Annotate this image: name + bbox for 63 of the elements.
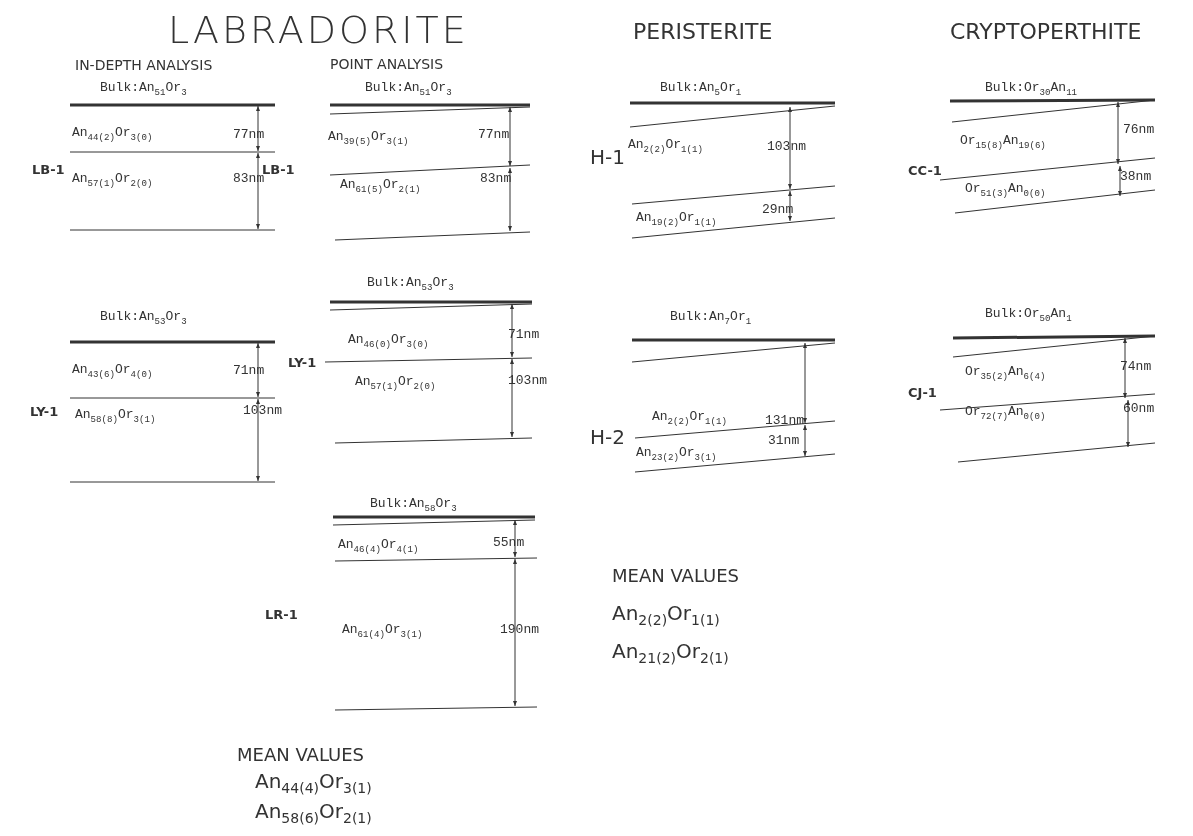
composition-label: An$_{57(1)}$Or$_{2(0)}$ [355,375,436,392]
composition-label: Or$_{51(3)}$An$_{0(0)}$ [965,182,1046,199]
thickness-label: 83nm [480,172,512,187]
bulk-composition-label: Bulk:An$_{51}$Or$_{3}$ [365,81,452,98]
mean-value: An$_{44(4)}$Or$_{3(1)}$ [255,770,372,797]
composition-label: Or$_{15(8)}$An$_{19(6)}$ [960,134,1046,151]
sample-label: CC-1 [908,164,942,179]
sample-label: H-1 [590,146,625,168]
thickness-label: 71nm [508,328,540,343]
thickness-label: 131nm [765,414,804,429]
composition-label: An$_{43(6)}$Or$_{4(0)}$ [72,363,153,380]
thickness-label: 31nm [768,434,800,449]
composition-label: An$_{2(2)}$Or$_{1(1)}$ [628,138,703,155]
thickness-label: 77nm [478,128,510,143]
thickness-label: 29nm [762,203,794,218]
heading: CRYPTOPERTHITE [950,20,1142,45]
thickness-label: 103nm [508,374,547,389]
mean-values-heading: MEAN VALUES [237,745,364,765]
sample-label: LR-1 [265,608,298,623]
thickness-label: 60nm [1123,402,1155,417]
heading: LABRADORITE [168,10,469,52]
composition-label: An$_{57(1)}$Or$_{2(0)}$ [72,172,153,189]
thickness-label: 76nm [1123,123,1155,138]
composition-label: An$_{61(4)}$Or$_{3(1)}$ [342,623,423,640]
thickness-label: 103nm [243,404,282,419]
subheading: POINT ANALYSIS [330,57,444,73]
sample-label: CJ-1 [908,386,937,401]
mean-value: An$_{2(2)}$Or$_{1(1)}$ [612,602,720,629]
thickness-label: 77nm [233,128,265,143]
composition-label: Or$_{72(7)}$An$_{0(0)}$ [965,405,1046,422]
thickness-label: 74nm [1120,360,1152,375]
subheading: IN-DEPTH ANALYSIS [75,58,213,74]
bulk-composition-label: Bulk:An$_{5}$Or$_{1}$ [660,81,742,98]
composition-label: An$_{46(0)}$Or$_{3(0)}$ [348,333,429,350]
bulk-composition-label: Bulk:Or$_{50}$An$_{1}$ [985,307,1072,324]
thickness-label: 190nm [500,623,539,638]
composition-label: An$_{2(2)}$Or$_{1(1)}$ [652,410,727,427]
sample-label: LB-1 [32,163,65,178]
bulk-composition-label: Bulk:An$_{51}$Or$_{3}$ [100,81,187,98]
mean-values-heading: MEAN VALUES [612,566,739,586]
composition-label: An$_{46(4)}$Or$_{4(1)}$ [338,538,419,555]
composition-label: An$_{39(5)}$Or$_{3(1)}$ [328,130,409,147]
composition-label: Or$_{35(2)}$An$_{6(4)}$ [965,365,1046,382]
sample-label: H-2 [590,426,625,448]
bulk-composition-label: Bulk:An$_{53}$Or$_{3}$ [367,276,454,293]
composition-label: An$_{61(5)}$Or$_{2(1)}$ [340,178,421,195]
sample-label: LY-1 [30,405,59,420]
thickness-label: 71nm [233,364,265,379]
bulk-composition-label: Bulk:Or$_{30}$An$_{11}$ [985,81,1078,98]
mean-value: An$_{21(2)}$Or$_{2(1)}$ [612,640,729,667]
heading: PERISTERITE [633,20,773,45]
bulk-composition-label: Bulk:An$_{53}$Or$_{3}$ [100,310,187,327]
bulk-composition-label: Bulk:An$_{58}$Or$_{3}$ [370,497,457,514]
composition-label: An$_{23(2)}$Or$_{3(1)}$ [636,446,717,463]
thickness-label: 38nm [1120,170,1152,185]
sample-label: LY-1 [288,356,317,371]
bulk-composition-label: Bulk:An$_{7}$Or$_{1}$ [670,310,752,327]
composition-label: An$_{44(2)}$Or$_{3(0)}$ [72,126,153,143]
mean-value: An$_{58(6)}$Or$_{2(1)}$ [255,800,372,827]
composition-label: An$_{19(2)}$Or$_{1(1)}$ [636,211,717,228]
thickness-label: 103nm [767,140,806,155]
composition-label: An$_{58(8)}$Or$_{3(1)}$ [75,408,156,425]
thickness-label: 55nm [493,536,525,551]
